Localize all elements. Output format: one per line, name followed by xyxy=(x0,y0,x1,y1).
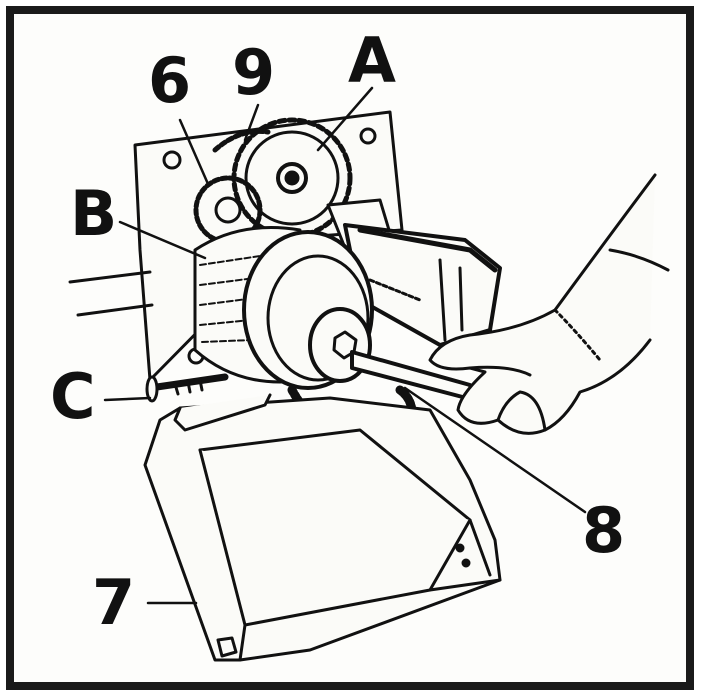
leader-b xyxy=(118,220,207,260)
cylinder-b xyxy=(193,226,374,390)
bracket-7 xyxy=(143,393,502,662)
plate-hole xyxy=(359,127,377,145)
label-6: 6 xyxy=(148,44,192,117)
label-c: C xyxy=(50,360,96,433)
leader-6 xyxy=(178,118,210,186)
side-cables xyxy=(68,270,154,317)
leader-a xyxy=(316,86,374,152)
bolt-c xyxy=(145,373,229,403)
leader-9 xyxy=(243,103,260,142)
label-9: 9 xyxy=(232,36,276,109)
leader-c xyxy=(103,396,152,402)
label-a: A xyxy=(348,24,396,97)
label-7: 7 xyxy=(92,566,136,639)
gear-9 xyxy=(212,128,271,153)
label-b: B xyxy=(70,177,118,250)
label-8: 8 xyxy=(582,494,626,567)
leader-8 xyxy=(403,386,587,514)
plate-hole xyxy=(162,150,182,170)
hand xyxy=(428,173,670,435)
